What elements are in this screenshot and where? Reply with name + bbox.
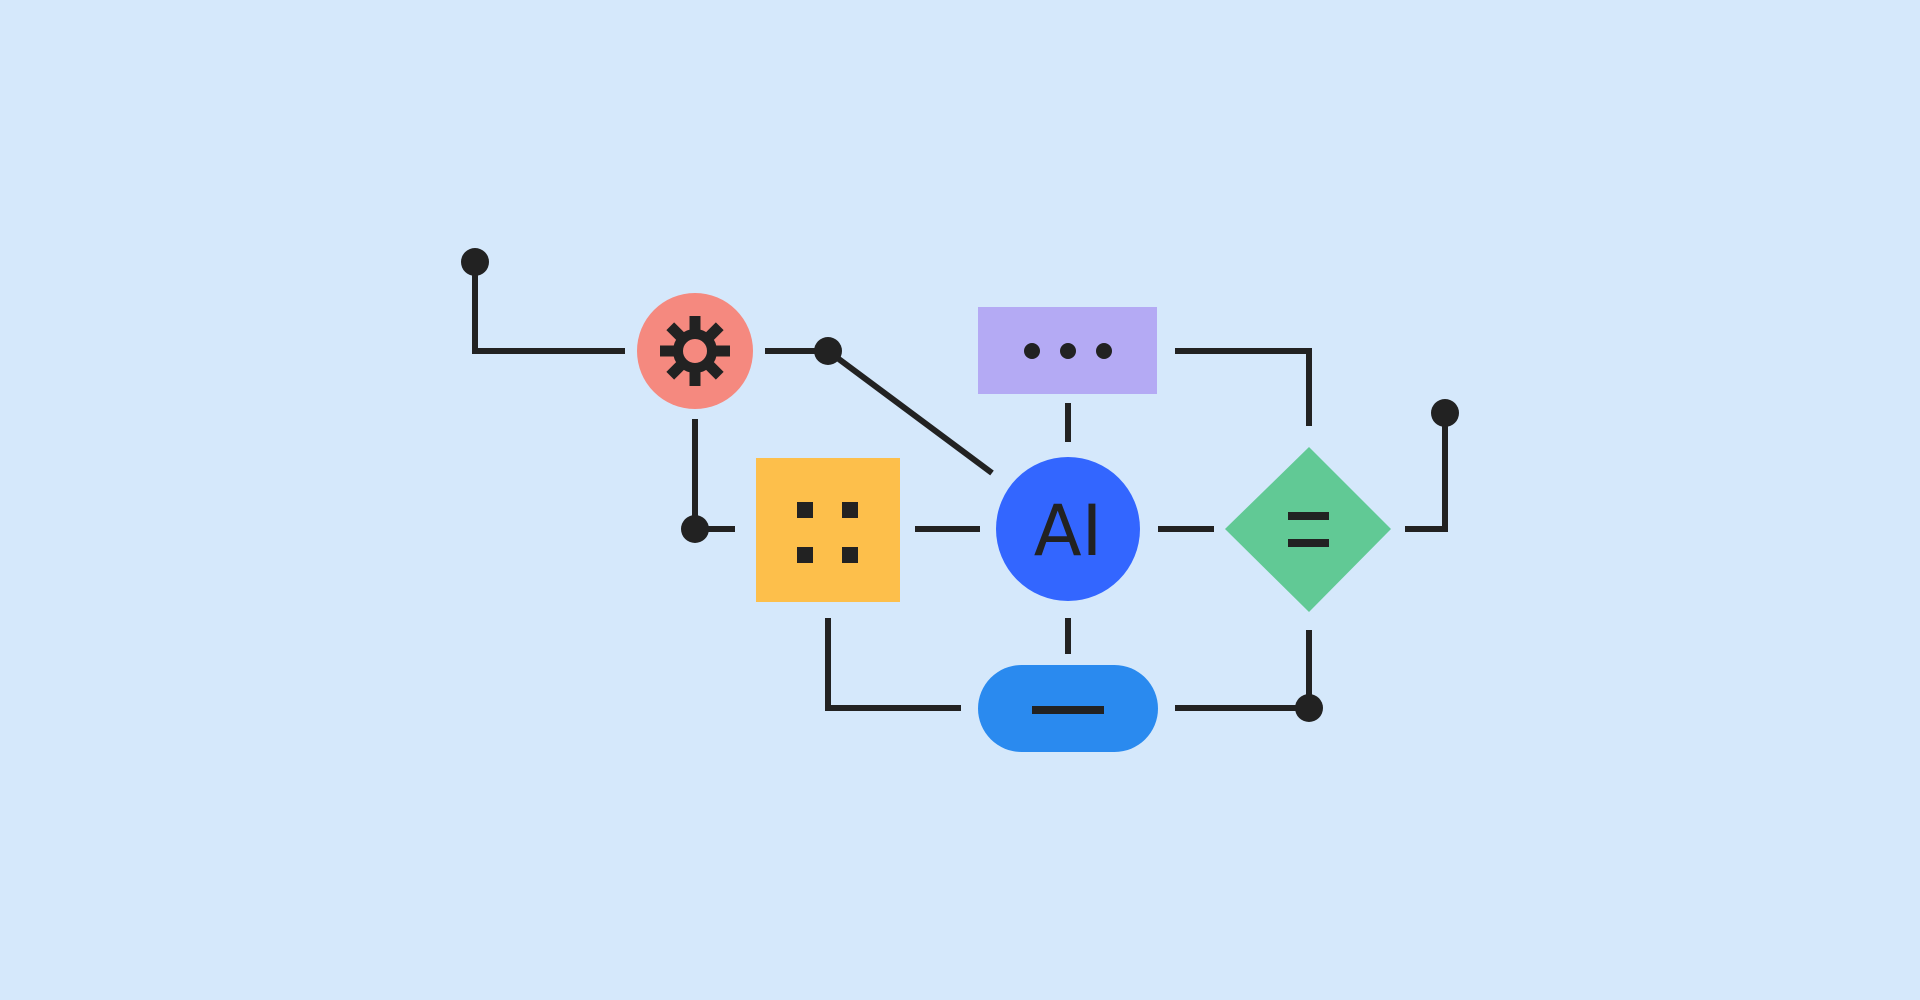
four-dots-icon (797, 502, 858, 563)
menu-node[interactable] (978, 307, 1157, 394)
connector-menu-to-decision (1175, 348, 1312, 426)
junction-dot-gear-right (814, 337, 842, 365)
connector-start-to-gear (472, 262, 625, 354)
connector-decision-to-end (1405, 413, 1448, 532)
minus-icon (1032, 706, 1104, 714)
decision-node[interactable] (1225, 447, 1391, 612)
junction-dot-grid-left (681, 515, 709, 543)
junction-dot-start (461, 248, 489, 276)
ai-node-label: AI (1034, 490, 1103, 572)
gear-icon (660, 316, 730, 386)
equals-icon (1288, 512, 1329, 547)
pill-node[interactable] (978, 665, 1158, 752)
gear-node[interactable] (637, 293, 753, 409)
ellipsis-icon (1024, 343, 1112, 359)
connector-grid-to-pill (825, 618, 961, 711)
junction-dots (461, 248, 1459, 722)
grid-node[interactable] (756, 458, 900, 602)
junction-dot-bottom-right (1295, 694, 1323, 722)
ai-node[interactable]: AI (996, 457, 1140, 601)
connector-junction-to-ai (826, 348, 994, 476)
junction-dot-end (1431, 399, 1459, 427)
